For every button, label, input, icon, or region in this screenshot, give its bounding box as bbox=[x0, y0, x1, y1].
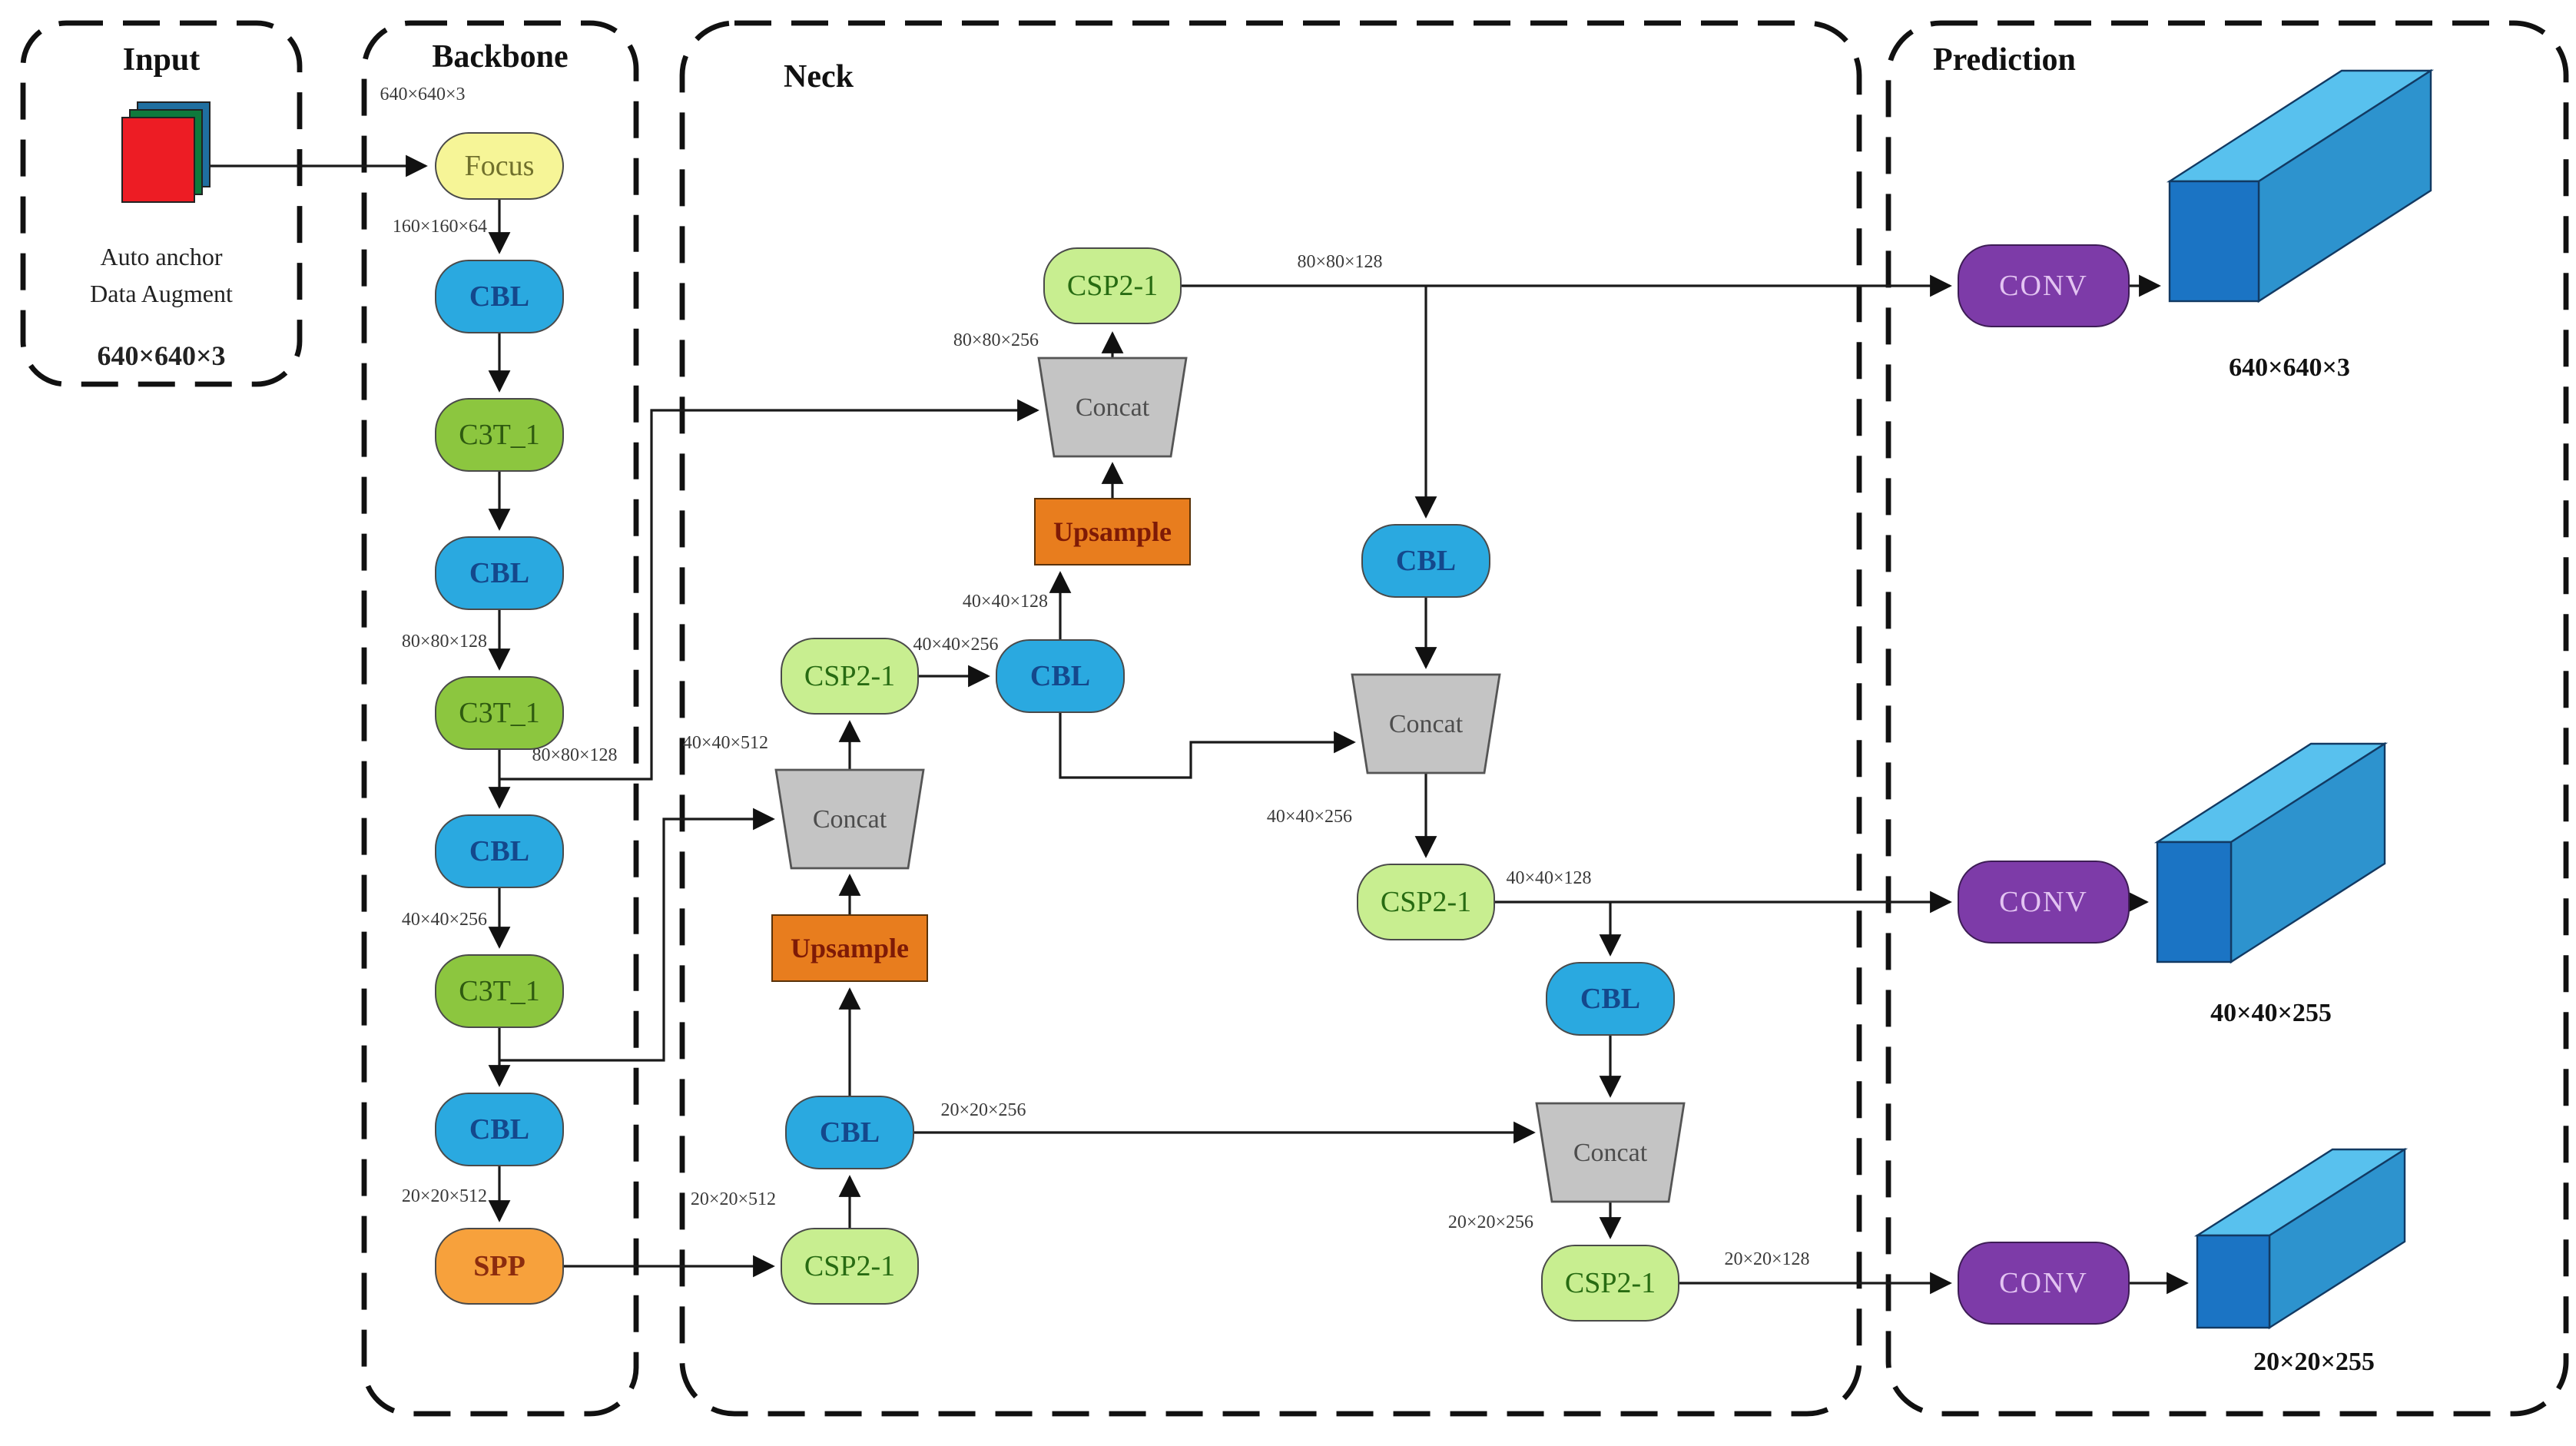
node-neck-cbl-right-1: CBL bbox=[1361, 524, 1490, 598]
node-backbone-c3t-1: C3T_1 bbox=[435, 398, 564, 472]
neck-section-box bbox=[679, 20, 1862, 1417]
dim-concat-rm-to-csp-rm: 40×40×256 bbox=[1266, 807, 1352, 827]
node-neck-cbl-right-2: CBL bbox=[1546, 962, 1675, 1036]
input-size-label: 640×640×3 bbox=[97, 340, 226, 371]
concat-top-shape bbox=[1037, 357, 1188, 458]
dim-concat-top-to-csp-top: 80×80×256 bbox=[953, 330, 1039, 350]
node-focus: Focus bbox=[435, 132, 564, 200]
input-caption-line1: Auto anchor bbox=[100, 243, 223, 270]
concat-top-label: Concat bbox=[1075, 393, 1150, 422]
node-backbone-cbl-2: CBL bbox=[435, 536, 564, 610]
node-upsample-2: Upsample bbox=[771, 914, 928, 982]
node-csp-top: CSP2-1 bbox=[1043, 247, 1182, 324]
node-csp-right-mid: CSP2-1 bbox=[1357, 864, 1495, 940]
prediction-section-box bbox=[1885, 20, 2569, 1417]
input-section-box bbox=[20, 20, 303, 387]
prediction-section-title: Prediction bbox=[1933, 42, 2076, 78]
input-caption-line2: Data Augment bbox=[90, 280, 233, 307]
node-backbone-c3t-3: C3T_1 bbox=[435, 954, 564, 1028]
node-backbone-cbl-4: CBL bbox=[435, 1093, 564, 1166]
concat-mid-shape bbox=[774, 768, 925, 870]
tensor-medium-cuboid bbox=[2153, 741, 2389, 964]
node-backbone-cbl-1: CBL bbox=[435, 260, 564, 333]
dim-concat-br-to-csp-br: 20×20×256 bbox=[1447, 1212, 1533, 1232]
node-spp: SPP bbox=[435, 1228, 564, 1305]
output-tensors bbox=[2153, 68, 2435, 1330]
backbone-section-title: Backbone bbox=[432, 39, 569, 75]
skip-c3t3-to-concat-mid bbox=[499, 808, 775, 1062]
dim-cbl-mid-to-upsample1: 40×40×128 bbox=[962, 592, 1048, 612]
node-neck-cbl-mid: CBL bbox=[996, 639, 1125, 713]
backbone-section-box bbox=[361, 20, 639, 1417]
tensor-large-label: 640×640×3 bbox=[2229, 353, 2350, 382]
tensor-large-cuboid bbox=[2166, 68, 2435, 303]
dim-cbl-bottom-out: 20×20×256 bbox=[940, 1100, 1026, 1120]
tensor-small-cuboid bbox=[2193, 1147, 2409, 1330]
concat-shapes bbox=[774, 357, 1686, 1203]
concat-right-mid-label: Concat bbox=[1388, 710, 1464, 738]
dim-csp-mid-to-cbl-mid: 40×40×256 bbox=[913, 635, 999, 655]
node-conv-3: CONV bbox=[1958, 1242, 2130, 1325]
node-neck-cbl-bottom: CBL bbox=[785, 1096, 914, 1169]
jog-cbl-mid-to-concat-rm bbox=[1059, 713, 1356, 779]
node-conv-1: CONV bbox=[1958, 244, 2130, 327]
skip-c3t2-to-concat-top bbox=[499, 399, 1039, 781]
tensor-small-label: 20×20×255 bbox=[2253, 1348, 2375, 1376]
dim-input-to-focus: 640×640×3 bbox=[380, 85, 466, 104]
concat-right-mid-shape bbox=[1351, 673, 1501, 774]
dim-concat-mid-to-csp-mid: 40×40×512 bbox=[682, 733, 768, 753]
dim-cbl2-to-c3t2: 80×80×128 bbox=[401, 632, 487, 652]
node-csp-bottom-right: CSP2-1 bbox=[1541, 1245, 1679, 1322]
connectors bbox=[209, 154, 2189, 1295]
image-layer-red bbox=[121, 117, 195, 203]
node-backbone-cbl-3: CBL bbox=[435, 814, 564, 888]
concat-bottom-label: Concat bbox=[1573, 1139, 1648, 1167]
dim-skip-c3t2: 80×80×128 bbox=[532, 745, 618, 765]
node-csp-mid: CSP2-1 bbox=[781, 638, 919, 715]
concat-bottom-shape bbox=[1535, 1102, 1686, 1203]
dim-csp-bottom-to-cbl-bottom: 20×20×512 bbox=[690, 1189, 776, 1209]
node-upsample-1: Upsample bbox=[1034, 498, 1191, 565]
tensor-medium-label: 40×40×255 bbox=[2210, 999, 2332, 1027]
dim-csp-top-out: 80×80×128 bbox=[1297, 252, 1383, 272]
input-section-title: Input bbox=[122, 42, 201, 78]
concat-mid-label: Concat bbox=[812, 805, 887, 834]
node-csp-bottom: CSP2-1 bbox=[781, 1228, 919, 1305]
dim-focus-to-cbl1: 160×160×64 bbox=[392, 217, 487, 237]
dim-cbl4-to-spp: 20×20×512 bbox=[401, 1186, 487, 1206]
dim-csp-br-out: 20×20×128 bbox=[1724, 1249, 1810, 1269]
neck-section-title: Neck bbox=[784, 59, 854, 95]
node-conv-2: CONV bbox=[1958, 861, 2130, 944]
dim-cbl3-to-c3t3: 40×40×256 bbox=[401, 910, 487, 930]
node-backbone-c3t-2: C3T_1 bbox=[435, 676, 564, 750]
dim-csp-rm-out: 40×40×128 bbox=[1506, 868, 1592, 888]
